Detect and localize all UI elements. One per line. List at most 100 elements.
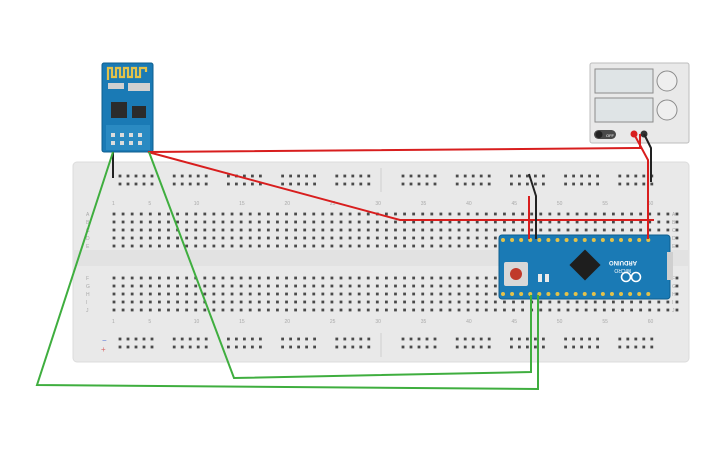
breadboard-hole[interactable] xyxy=(348,212,352,216)
breadboard-hole[interactable] xyxy=(512,308,515,312)
breadboard-hole[interactable] xyxy=(621,228,624,232)
breadboard-hole[interactable] xyxy=(185,276,189,280)
rail-hole[interactable] xyxy=(455,337,459,341)
rail-hole[interactable] xyxy=(227,174,230,178)
rail-hole[interactable] xyxy=(305,174,308,178)
breadboard-hole[interactable] xyxy=(230,284,234,288)
rail-hole[interactable] xyxy=(409,345,413,349)
rail-hole[interactable] xyxy=(367,337,371,341)
breadboard-hole[interactable] xyxy=(139,212,143,216)
rail-hole[interactable] xyxy=(487,337,491,341)
breadboard-hole[interactable] xyxy=(239,236,243,240)
breadboard-hole[interactable] xyxy=(403,284,406,288)
breadboard-hole[interactable] xyxy=(312,220,316,224)
breadboard-hole[interactable] xyxy=(330,300,334,304)
arduino-pin[interactable] xyxy=(637,238,642,242)
breadboard-hole[interactable] xyxy=(203,276,207,280)
breadboard-hole[interactable] xyxy=(430,284,434,288)
breadboard-hole[interactable] xyxy=(121,284,125,288)
arduino-pin[interactable] xyxy=(637,292,642,296)
breadboard-hole[interactable] xyxy=(575,220,579,224)
arduino-pin[interactable] xyxy=(546,292,551,296)
breadboard-hole[interactable] xyxy=(230,220,234,224)
breadboard-hole[interactable] xyxy=(312,212,316,216)
breadboard-hole[interactable] xyxy=(521,308,524,312)
rail-hole[interactable] xyxy=(142,174,146,178)
breadboard-hole[interactable] xyxy=(412,292,416,296)
breadboard-hole[interactable] xyxy=(348,300,352,304)
arduino-pin[interactable] xyxy=(555,238,560,242)
breadboard-hole[interactable] xyxy=(375,220,379,224)
breadboard-hole[interactable] xyxy=(430,308,434,312)
breadboard-hole[interactable] xyxy=(167,244,170,248)
breadboard-hole[interactable] xyxy=(303,300,307,304)
breadboard-hole[interactable] xyxy=(312,276,316,280)
breadboard-hole[interactable] xyxy=(312,244,316,248)
breadboard-hole[interactable] xyxy=(230,244,234,248)
breadboard-hole[interactable] xyxy=(176,284,179,288)
breadboard-hole[interactable] xyxy=(330,276,334,280)
breadboard-hole[interactable] xyxy=(176,244,179,248)
breadboard-hole[interactable] xyxy=(194,220,198,224)
breadboard-hole[interactable] xyxy=(239,284,243,288)
rail-hole[interactable] xyxy=(251,174,254,178)
breadboard-hole[interactable] xyxy=(158,228,161,232)
breadboard-hole[interactable] xyxy=(448,292,452,296)
breadboard-hole[interactable] xyxy=(630,300,633,304)
wire-green-rx[interactable] xyxy=(148,151,532,380)
breadboard-hole[interactable] xyxy=(648,212,652,216)
breadboard-hole[interactable] xyxy=(312,228,316,232)
rail-hole[interactable] xyxy=(134,345,138,349)
breadboard-hole[interactable] xyxy=(475,228,479,232)
rail-hole[interactable] xyxy=(359,174,363,178)
rail-hole[interactable] xyxy=(471,182,475,186)
breadboard-hole[interactable] xyxy=(475,212,479,216)
rail-hole[interactable] xyxy=(455,182,459,186)
arduino-micro[interactable]: MICRO ARDUINO xyxy=(498,234,673,300)
breadboard-hole[interactable] xyxy=(484,220,488,224)
breadboard-hole[interactable] xyxy=(339,284,343,288)
rail-hole[interactable] xyxy=(243,182,246,186)
rail-hole[interactable] xyxy=(188,337,192,341)
breadboard-hole[interactable] xyxy=(130,292,134,296)
rail-hole[interactable] xyxy=(235,337,238,341)
breadboard-hole[interactable] xyxy=(285,276,288,280)
rail-hole[interactable] xyxy=(463,182,467,186)
breadboard-hole[interactable] xyxy=(167,276,170,280)
breadboard-hole[interactable] xyxy=(321,300,325,304)
breadboard-hole[interactable] xyxy=(375,284,379,288)
breadboard-hole[interactable] xyxy=(321,292,325,296)
rail-hole[interactable] xyxy=(343,182,347,186)
rail-hole[interactable] xyxy=(634,182,638,186)
breadboard-hole[interactable] xyxy=(294,292,297,296)
breadboard-hole[interactable] xyxy=(248,308,252,312)
breadboard-hole[interactable] xyxy=(457,300,461,304)
rail-hole[interactable] xyxy=(534,174,537,178)
breadboard-hole[interactable] xyxy=(276,220,279,224)
breadboard-hole[interactable] xyxy=(403,276,406,280)
breadboard-hole[interactable] xyxy=(612,228,615,232)
rail-hole[interactable] xyxy=(126,174,130,178)
rail-hole[interactable] xyxy=(313,182,316,186)
breadboard-hole[interactable] xyxy=(139,292,143,296)
breadboard-hole[interactable] xyxy=(457,308,461,312)
rail-hole[interactable] xyxy=(126,337,130,341)
breadboard-hole[interactable] xyxy=(484,308,488,312)
breadboard-hole[interactable] xyxy=(203,236,207,240)
breadboard-hole[interactable] xyxy=(167,212,170,216)
rail-hole[interactable] xyxy=(134,174,138,178)
breadboard-hole[interactable] xyxy=(212,284,216,288)
breadboard-hole[interactable] xyxy=(348,284,352,288)
breadboard-hole[interactable] xyxy=(185,244,189,248)
usb-connector[interactable] xyxy=(667,252,673,280)
breadboard-hole[interactable] xyxy=(394,284,397,288)
breadboard-hole[interactable] xyxy=(530,228,534,232)
rail-hole[interactable] xyxy=(510,337,513,341)
breadboard-hole[interactable] xyxy=(385,292,388,296)
breadboard-hole[interactable] xyxy=(248,292,252,296)
breadboard-hole[interactable] xyxy=(593,228,597,232)
breadboard-hole[interactable] xyxy=(493,300,497,304)
breadboard-hole[interactable] xyxy=(621,308,624,312)
breadboard-hole[interactable] xyxy=(294,236,297,240)
rail-hole[interactable] xyxy=(343,337,347,341)
